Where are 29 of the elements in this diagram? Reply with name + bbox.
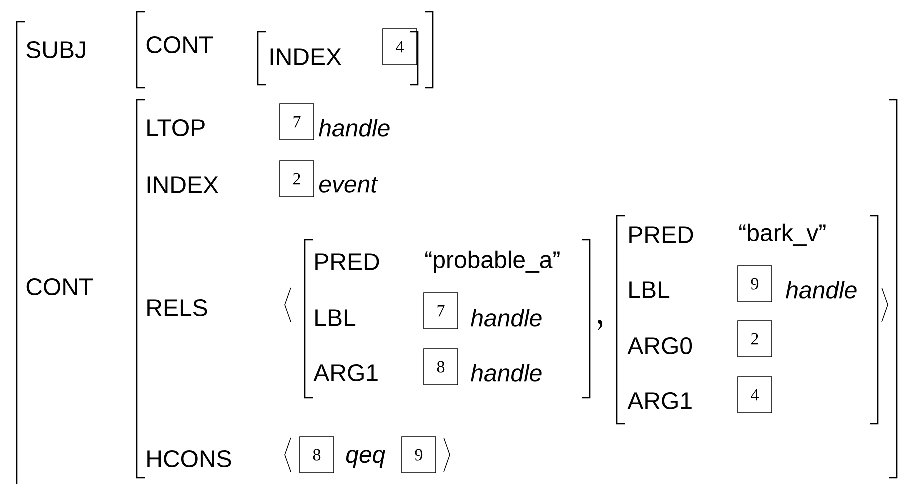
type-label: handle	[786, 281, 857, 299]
attribute-label: LTOP	[148, 120, 205, 136]
attribute-label: LBL	[630, 282, 670, 298]
attribute-label: SUBJ	[26, 42, 86, 58]
tag-box: 7	[424, 292, 458, 330]
tag-box: 7	[280, 104, 314, 140]
type-label: handle	[471, 364, 542, 382]
type-label: handle	[319, 119, 390, 137]
tag-box: 9	[738, 266, 772, 302]
attribute-label: PRED	[630, 226, 694, 244]
tag-box: 2	[280, 160, 314, 198]
attribute-label: ARG0	[628, 338, 692, 354]
tag-box: 4	[382, 28, 418, 66]
attribute-label: INDEX	[148, 176, 218, 194]
attribute-label: CONT	[146, 36, 214, 54]
attribute-label: INDEX	[270, 48, 342, 66]
attribute-label: ARG1	[628, 392, 692, 410]
tag-box: 8	[300, 436, 334, 474]
tag-box: 2	[738, 320, 772, 358]
attribute-label: CONT	[26, 278, 94, 296]
type-label: qeq	[346, 450, 386, 468]
attribute-label: PRED	[316, 254, 380, 270]
tag-box: 9	[402, 436, 436, 474]
tag-box: 4	[738, 376, 772, 414]
attribute-label: ARG1	[314, 364, 378, 382]
attribute-label: LBL	[316, 310, 356, 326]
attribute-label: RELS	[148, 300, 208, 316]
tag-box: 8	[424, 348, 458, 386]
type-label: handle	[471, 309, 542, 327]
